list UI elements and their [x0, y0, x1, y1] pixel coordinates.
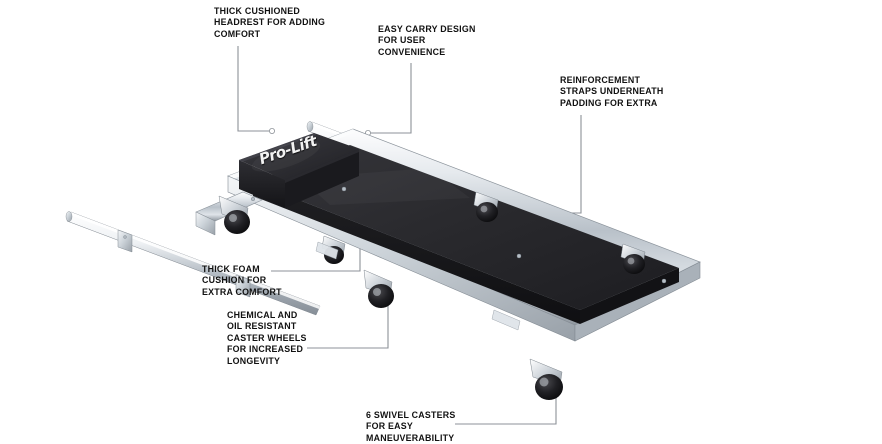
callout-thick-cushioned-headrest: THICK CUSHIONED HEADREST FOR ADDING COMF…	[214, 6, 326, 40]
callout-six-swivel-casters: 6 SWIVEL CASTERS FOR EASY MANEUVERABILIT…	[366, 410, 456, 444]
leader-easy-carry-design	[368, 63, 412, 134]
callout-thick-foam-cushion: THICK FOAM CUSHION FOR EXTRA COMFORT	[202, 264, 282, 298]
leader-thick-cushioned-headrest	[237, 46, 272, 132]
frame-cross-braces	[315, 241, 521, 331]
carry-rail-near	[65, 211, 321, 316]
frame-rivets	[250, 186, 667, 284]
caster-mid-right	[620, 243, 646, 274]
creeper-product	[65, 121, 701, 400]
leader-lines	[237, 46, 582, 425]
headrest-cushion	[239, 133, 359, 208]
caster-front-left	[529, 358, 563, 400]
callout-easy-carry-design: EASY CARRY DESIGN FOR USER CONVENIENCE	[378, 24, 476, 58]
caster-mid-left	[363, 269, 394, 308]
caster-back-left	[218, 195, 250, 234]
leader-reinforcement-straps	[546, 115, 582, 214]
leader-chemical-oil-casters	[307, 291, 389, 349]
marker-headrest	[268, 127, 275, 134]
caster-back-right	[473, 191, 499, 222]
callout-reinforcement-straps: REINFORCEMENT STRAPS UNDERNEATH PADDING …	[560, 75, 664, 109]
callout-chemical-oil-resistant-casters: CHEMICAL AND OIL RESISTANT CASTER WHEELS…	[227, 310, 307, 367]
